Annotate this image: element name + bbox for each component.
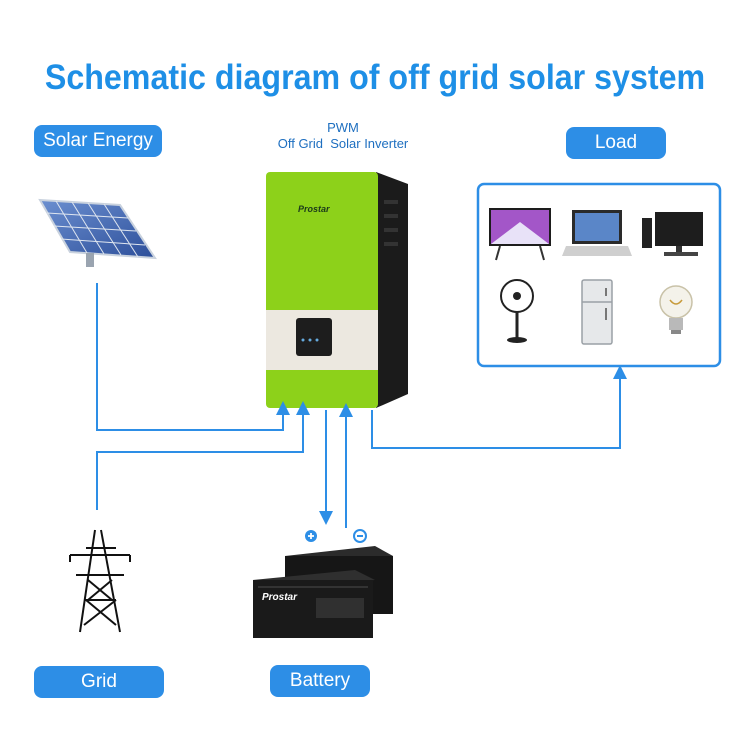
laptop-icon	[562, 210, 632, 256]
battery-brand: Prostar	[262, 592, 298, 603]
inverter-caption: PWM Off Grid Solar Inverter	[268, 120, 418, 152]
solar-panel-icon	[38, 198, 157, 267]
inverter-unit: Prostar	[266, 172, 408, 408]
minus-terminal-icon	[353, 529, 367, 543]
battery-label: Battery	[270, 665, 370, 697]
connections	[96, 283, 627, 528]
diagram-title: Schematic diagram of off grid solar syst…	[44, 58, 706, 97]
desktop-icon	[642, 212, 703, 256]
load-label: Load	[566, 127, 666, 159]
bulb-icon	[659, 285, 693, 334]
inverter-caption-line2: Off Grid Solar Inverter	[277, 136, 409, 151]
solar-energy-label: Solar Energy	[34, 125, 162, 157]
plus-terminal-icon	[305, 530, 317, 542]
inverter-brand: Prostar	[298, 204, 330, 214]
fridge-icon	[581, 279, 613, 345]
pylon-icon	[69, 529, 131, 633]
battery-icon: Prostar	[253, 546, 393, 638]
grid-label: Grid	[34, 666, 164, 698]
tv-icon	[489, 208, 551, 261]
inverter-caption-line1: PWM	[327, 120, 359, 135]
fan-icon	[500, 279, 534, 343]
